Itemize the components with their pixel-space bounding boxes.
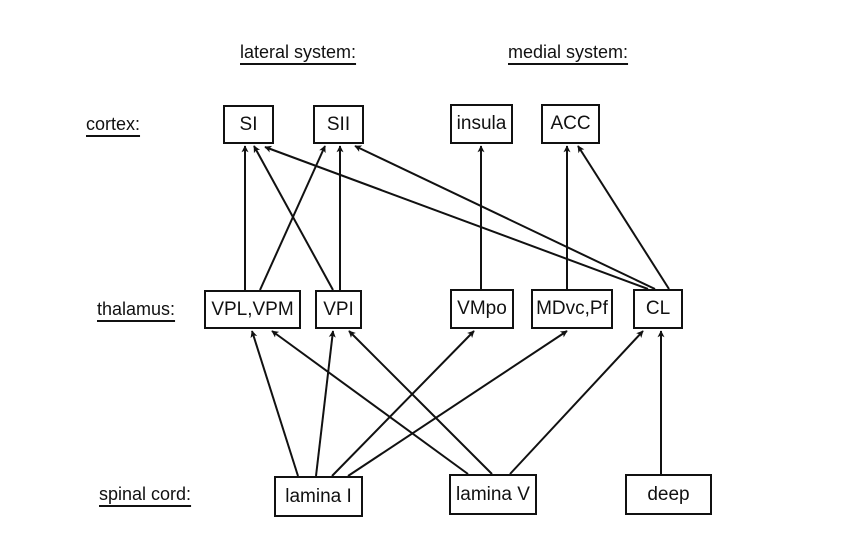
- node-vpl-vpm: VPL,VPM: [204, 290, 301, 329]
- edges-layer: [241, 145, 670, 477]
- node-acc: ACC: [541, 104, 600, 144]
- edge-vpi-to-si: [253, 145, 334, 291]
- edge-cl-to-acc: [577, 145, 670, 290]
- edge-laminav-to-vpi: [348, 330, 493, 475]
- node-vpi: VPI: [315, 290, 362, 329]
- node-lamina-i: lamina I: [274, 476, 363, 517]
- level-label-thalamus: thalamus:: [97, 299, 176, 319]
- edge-laminai-to-vmpo: [331, 330, 475, 477]
- header-medial-system: medial system:: [508, 42, 629, 62]
- edge-cl-to-si: [264, 145, 649, 290]
- node-cl: CL: [633, 289, 683, 329]
- edge-cl-to-sii: [354, 145, 656, 290]
- edge-laminav-to-cl: [509, 330, 644, 475]
- level-label-spinal-cord: spinal cord:: [99, 484, 192, 504]
- edge-laminav-to-vpl-vpm: [271, 330, 469, 475]
- edge-laminai-to-mdvc-pf: [347, 330, 568, 477]
- edge-laminai-to-vpi: [315, 330, 336, 477]
- node-deep: deep: [625, 474, 712, 515]
- node-mdvc-pf: MDvc,Pf: [531, 289, 613, 329]
- edge-laminai-to-vpl-vpm: [250, 330, 299, 477]
- node-si: SI: [223, 105, 274, 144]
- node-lamina-v: lamina V: [449, 474, 537, 515]
- level-label-cortex: cortex:: [86, 114, 141, 134]
- node-sii: SII: [313, 105, 364, 144]
- node-vmpo: VMpo: [450, 289, 514, 329]
- node-insula: insula: [450, 104, 513, 144]
- header-lateral-system: lateral system:: [240, 42, 357, 62]
